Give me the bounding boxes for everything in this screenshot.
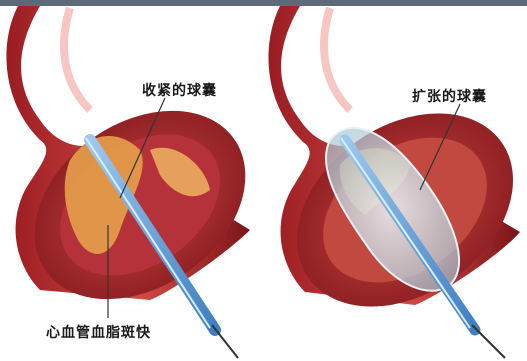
left-vessel [0,6,281,338]
right-vessel-highlight [324,8,350,110]
right-vessel [260,6,527,346]
left-balloon-label: 收紧的球囊 [142,80,217,100]
left-vessel-highlight [64,8,90,110]
right-balloon-label: 扩张的球囊 [412,86,487,106]
plaque-label: 心血管血脂斑快 [46,322,151,342]
